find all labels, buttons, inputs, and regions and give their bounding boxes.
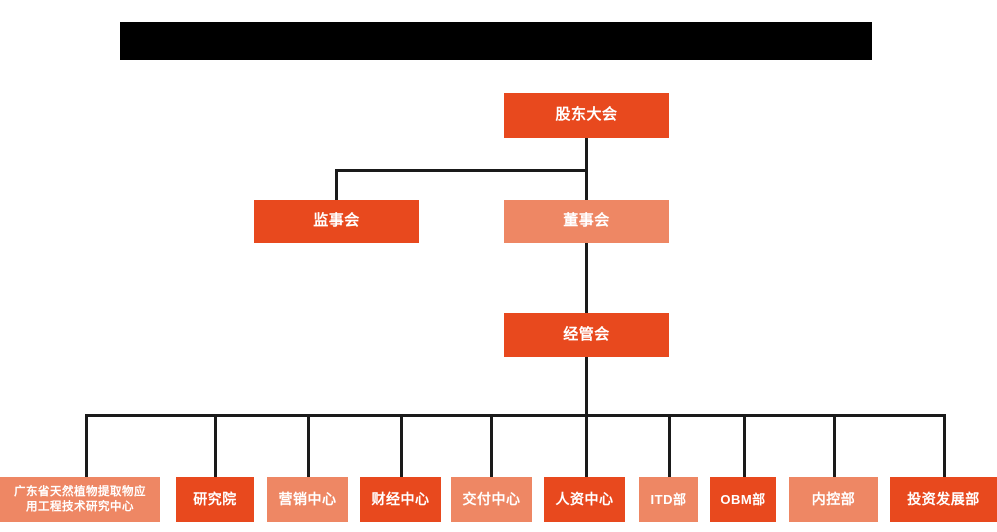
connector-drop-delivery [490, 414, 493, 477]
org-node-supervisory-board[interactable]: 监事会 [254, 200, 419, 243]
org-node-board-of-directors[interactable]: 董事会 [504, 200, 669, 243]
connector-drop-itd [668, 414, 671, 477]
org-node-shareholders[interactable]: 股东大会 [504, 93, 669, 138]
org-node-rnd-center-line2: 用工程技术研究中心 [26, 500, 134, 513]
connector-board-management [585, 243, 588, 313]
org-node-rnd-center[interactable]: 广东省天然植物提取物应 用工程技术研究中心 [0, 477, 160, 522]
redacted-title-bar [120, 22, 872, 60]
org-node-hr-center[interactable]: 人资中心 [544, 477, 625, 522]
connector-drop-finance [400, 414, 403, 477]
org-node-itd-department[interactable]: ITD部 [639, 477, 698, 522]
org-node-rnd-center-line1: 广东省天然植物提取物应 [14, 486, 146, 499]
connector-management-down [585, 357, 588, 417]
connector-drop-internal-control [833, 414, 836, 477]
org-node-finance-center[interactable]: 财经中心 [360, 477, 441, 522]
org-node-obm-department[interactable]: OBM部 [710, 477, 776, 522]
connector-drop-institute [214, 414, 217, 477]
connector-supervisory-drop [335, 169, 338, 202]
org-node-investment-development-department[interactable]: 投资发展部 [890, 477, 997, 522]
org-node-internal-control-department[interactable]: 内控部 [789, 477, 878, 522]
org-node-management-committee[interactable]: 经管会 [504, 313, 669, 357]
connector-drop-hr [585, 414, 588, 477]
org-node-institute[interactable]: 研究院 [176, 477, 254, 522]
connector-shareholders-branch [335, 169, 587, 172]
org-node-delivery-center[interactable]: 交付中心 [451, 477, 532, 522]
connector-drop-rnd-center [85, 414, 88, 477]
connector-drop-investment [943, 414, 946, 477]
connector-department-bus [85, 414, 945, 417]
org-node-marketing-center[interactable]: 营销中心 [267, 477, 348, 522]
connector-drop-marketing [307, 414, 310, 477]
connector-drop-obm [743, 414, 746, 477]
